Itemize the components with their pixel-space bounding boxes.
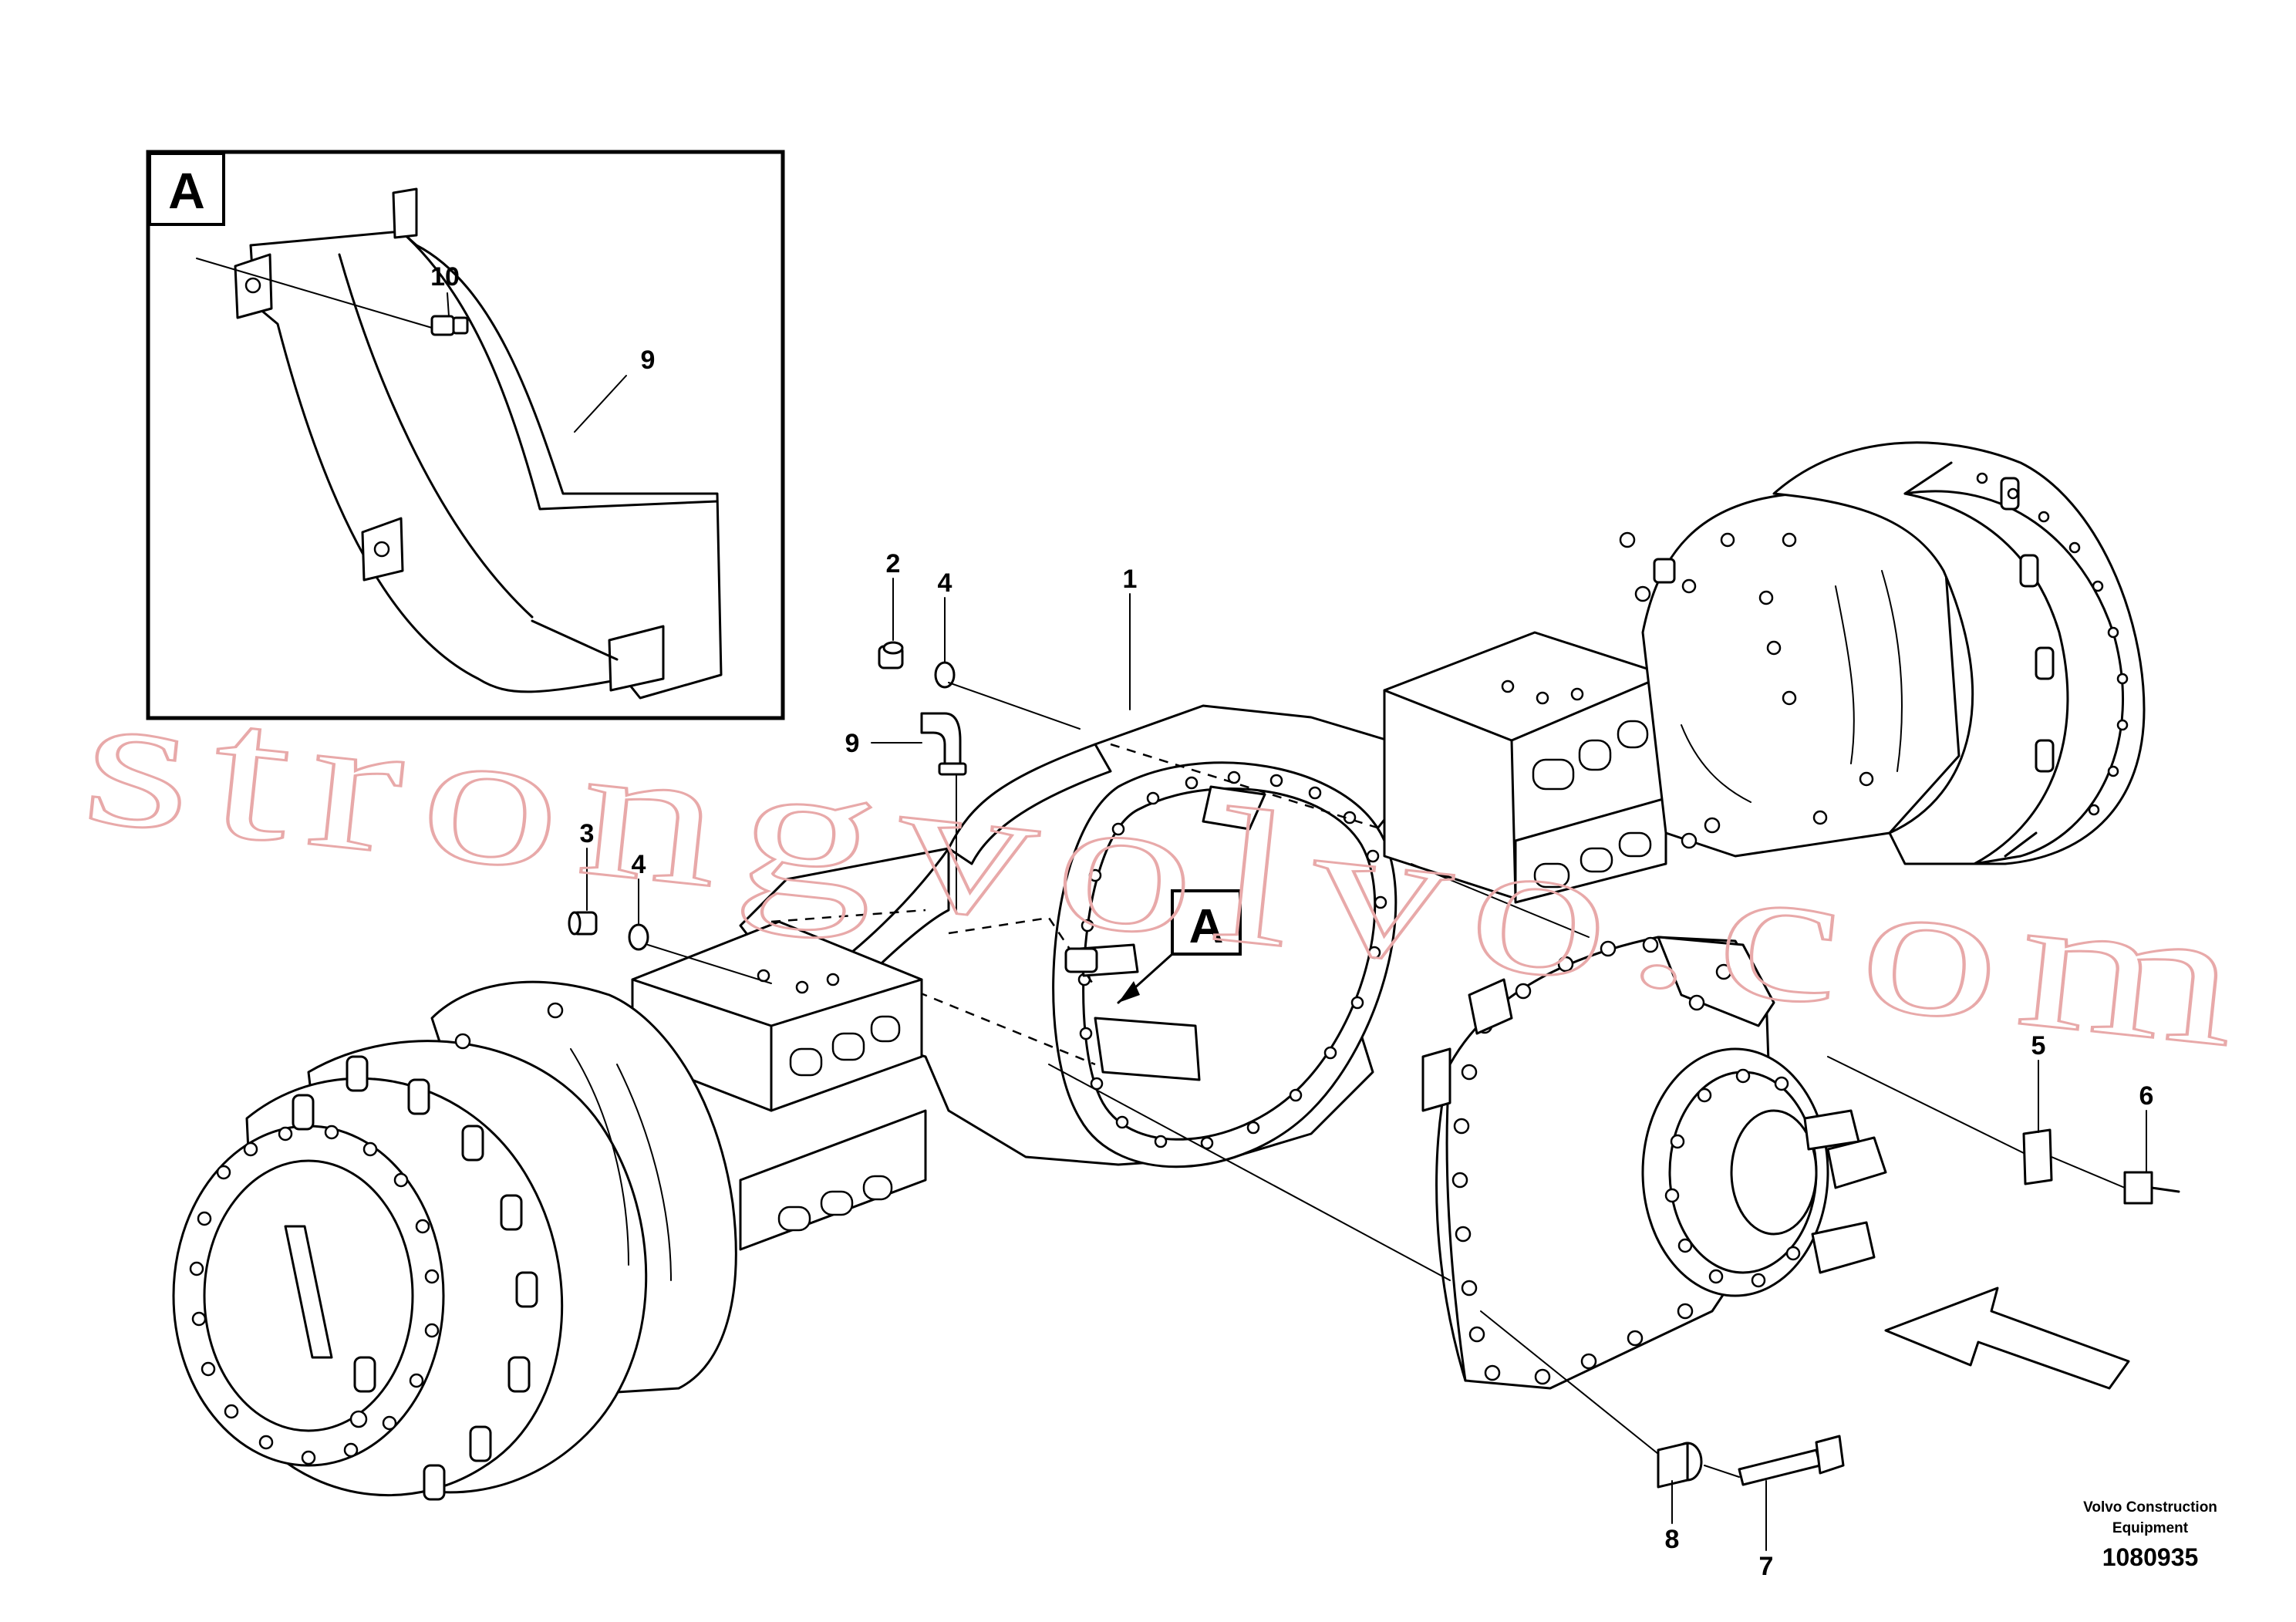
callout-4-lower: 4 xyxy=(632,850,646,879)
callout-2: 2 xyxy=(886,549,901,578)
cover-guard xyxy=(234,187,723,700)
callout-6: 6 xyxy=(2139,1081,2154,1111)
callout-4-upper: 4 xyxy=(938,568,952,598)
right-hub xyxy=(1619,441,2146,865)
callout-11: 10 xyxy=(430,262,460,292)
callout-8: 8 xyxy=(1665,1525,1680,1554)
callout-1: 1 xyxy=(1123,565,1138,594)
direction-arrow xyxy=(1884,1286,2130,1390)
detail-ref-a: A xyxy=(1117,889,1242,1004)
left-hub xyxy=(172,980,737,1501)
callout-10: 9 xyxy=(641,346,656,375)
credit-block: Volvo Construction Equipment 1080935 xyxy=(2083,1499,2217,1571)
flange-holes xyxy=(1077,771,1387,1150)
credit-line-2: Equipment xyxy=(2112,1520,2189,1536)
callout-9: 9 xyxy=(845,729,860,758)
detail-box-letter: A xyxy=(168,162,205,219)
callout-7: 7 xyxy=(1759,1552,1774,1581)
bolt-11 xyxy=(196,258,469,336)
detail-box-a: A 10 9 xyxy=(146,150,785,720)
detail-ref-letter: A xyxy=(1189,900,1224,953)
fasteners xyxy=(568,641,2180,1489)
callout-5: 5 xyxy=(2031,1031,2046,1061)
callout-3: 3 xyxy=(580,819,595,848)
callout-numbers: 1 2 3 4 4 5 6 7 8 9 xyxy=(580,549,2154,1581)
callout-leaders xyxy=(586,578,2147,1551)
drawing-number: 1080935 xyxy=(2102,1543,2199,1571)
axle-assembly: A xyxy=(172,441,2180,1501)
housing-top-web xyxy=(947,743,1112,865)
credit-line-1: Volvo Construction xyxy=(2083,1499,2217,1516)
differential-carrier xyxy=(1421,936,1887,1390)
assembly-lines xyxy=(647,682,2126,1478)
